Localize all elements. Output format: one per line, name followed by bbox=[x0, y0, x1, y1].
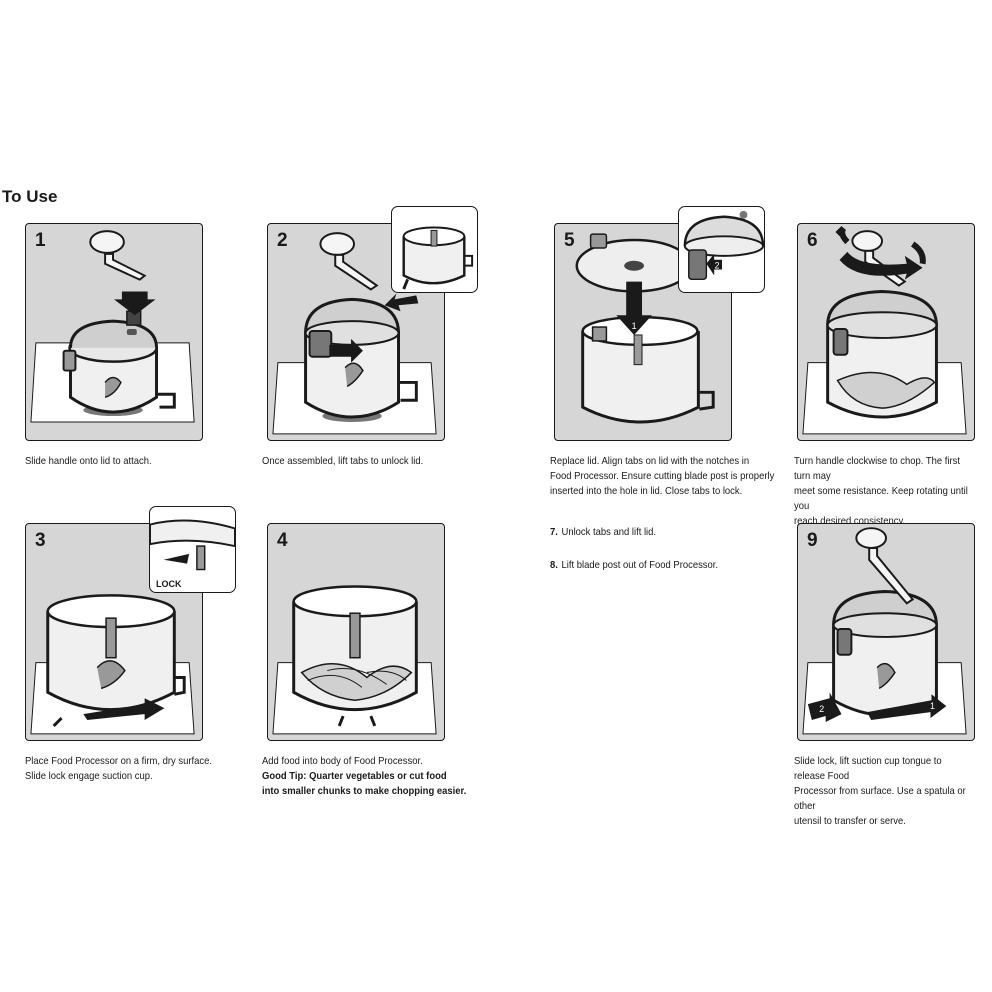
step-7-number: 7. bbox=[550, 526, 558, 538]
step-9-number: 9 bbox=[807, 530, 818, 551]
step-2-panel: 2 bbox=[267, 206, 478, 441]
step-6-caption-line-2: meet some resistance. Keep rotating unti… bbox=[794, 485, 968, 512]
step-9-caption-line-3: utensil to transfer or serve. bbox=[794, 815, 906, 827]
step-5-inset: 2 bbox=[678, 206, 765, 293]
step-6-caption: Turn handle clockwise to chop. The first… bbox=[794, 454, 972, 529]
step-3-caption-line-2: Slide lock engage suction cup. bbox=[25, 770, 153, 782]
step-5-arrow-1-label: 1 bbox=[632, 321, 637, 331]
step-3-panel: 3 LOCK bbox=[25, 506, 236, 741]
step-9-caption: Slide lock, lift suction cup tongue to r… bbox=[794, 754, 972, 829]
step-9-arrow-1-label: 1 bbox=[930, 701, 935, 711]
step-4-panel: 4 bbox=[267, 523, 445, 741]
step-9-arrow-2-label: 2 bbox=[819, 704, 824, 714]
step-1-caption: Slide handle onto lid to attach. bbox=[25, 455, 152, 467]
step-8-description: Lift blade post out of Food Processor. bbox=[561, 559, 719, 571]
step-9-caption-line-1: Slide lock, lift suction cup tongue to r… bbox=[794, 755, 942, 782]
step-2-illustration bbox=[272, 232, 437, 435]
step-9-caption-line-2: Processor from surface. Use a spatula or… bbox=[794, 785, 966, 812]
step-2-caption: Once assembled, lift tabs to unlock lid. bbox=[262, 455, 424, 467]
step-4-tip-line-2: into smaller chunks to make chopping eas… bbox=[262, 785, 467, 797]
step-1-panel: 1 bbox=[25, 223, 203, 441]
step-6-number: 6 bbox=[807, 230, 818, 251]
step-4-caption-text: Add food into body of Food Processor. bbox=[262, 755, 423, 767]
step-2-number: 2 bbox=[277, 230, 288, 251]
step-3-caption-line-1: Place Food Processor on a firm, dry surf… bbox=[25, 755, 212, 767]
step-5-panel: 5 1 2 bbox=[554, 206, 765, 441]
step-1-number: 1 bbox=[35, 230, 46, 251]
step-8-number: 8. bbox=[550, 559, 558, 571]
step-2-inset bbox=[391, 206, 478, 293]
step-6-panel: 6 bbox=[797, 223, 975, 441]
lock-label: LOCK bbox=[156, 579, 182, 589]
page-heading: To Use bbox=[2, 187, 58, 206]
step-3-illustration bbox=[30, 594, 195, 735]
step-3-inset: LOCK bbox=[149, 506, 236, 593]
step-4-tip-line-1: Good Tip: Quarter vegetables or cut food bbox=[262, 770, 447, 782]
step-5-arrow-2-label: 2 bbox=[715, 261, 720, 271]
step-9-panel: 9 1 2 bbox=[797, 523, 975, 741]
step-5-caption: Replace lid. Align tabs on lid with the … bbox=[550, 454, 774, 499]
step-4-caption: Add food into body of Food Processor. Go… bbox=[262, 754, 466, 799]
step-6-caption-line-1: Turn handle clockwise to chop. The first… bbox=[794, 455, 960, 482]
step-5-number: 5 bbox=[564, 230, 575, 251]
step-4-illustration bbox=[272, 585, 437, 735]
step-3-caption: Place Food Processor on a firm, dry surf… bbox=[25, 754, 212, 784]
step-6-illustration bbox=[802, 226, 967, 435]
step-4-number: 4 bbox=[277, 530, 288, 551]
step-3-number: 3 bbox=[35, 530, 46, 551]
step-1-illustration bbox=[30, 230, 195, 423]
step-8-text: 8.Lift blade post out of Food Processor. bbox=[550, 559, 718, 571]
step-5-caption-line-3: inserted into the hole in lid. Close tab… bbox=[550, 485, 743, 497]
step-5-illustration: 1 bbox=[575, 233, 715, 424]
step-7-text: 7.Unlock tabs and lift lid. bbox=[550, 526, 656, 538]
step-5-caption-line-2: Food Processor. Ensure cutting blade pos… bbox=[550, 470, 775, 482]
step-7-description: Unlock tabs and lift lid. bbox=[561, 526, 657, 538]
step-9-illustration: 1 2 bbox=[802, 527, 967, 735]
step-5-caption-line-1: Replace lid. Align tabs on lid with the … bbox=[550, 455, 750, 467]
